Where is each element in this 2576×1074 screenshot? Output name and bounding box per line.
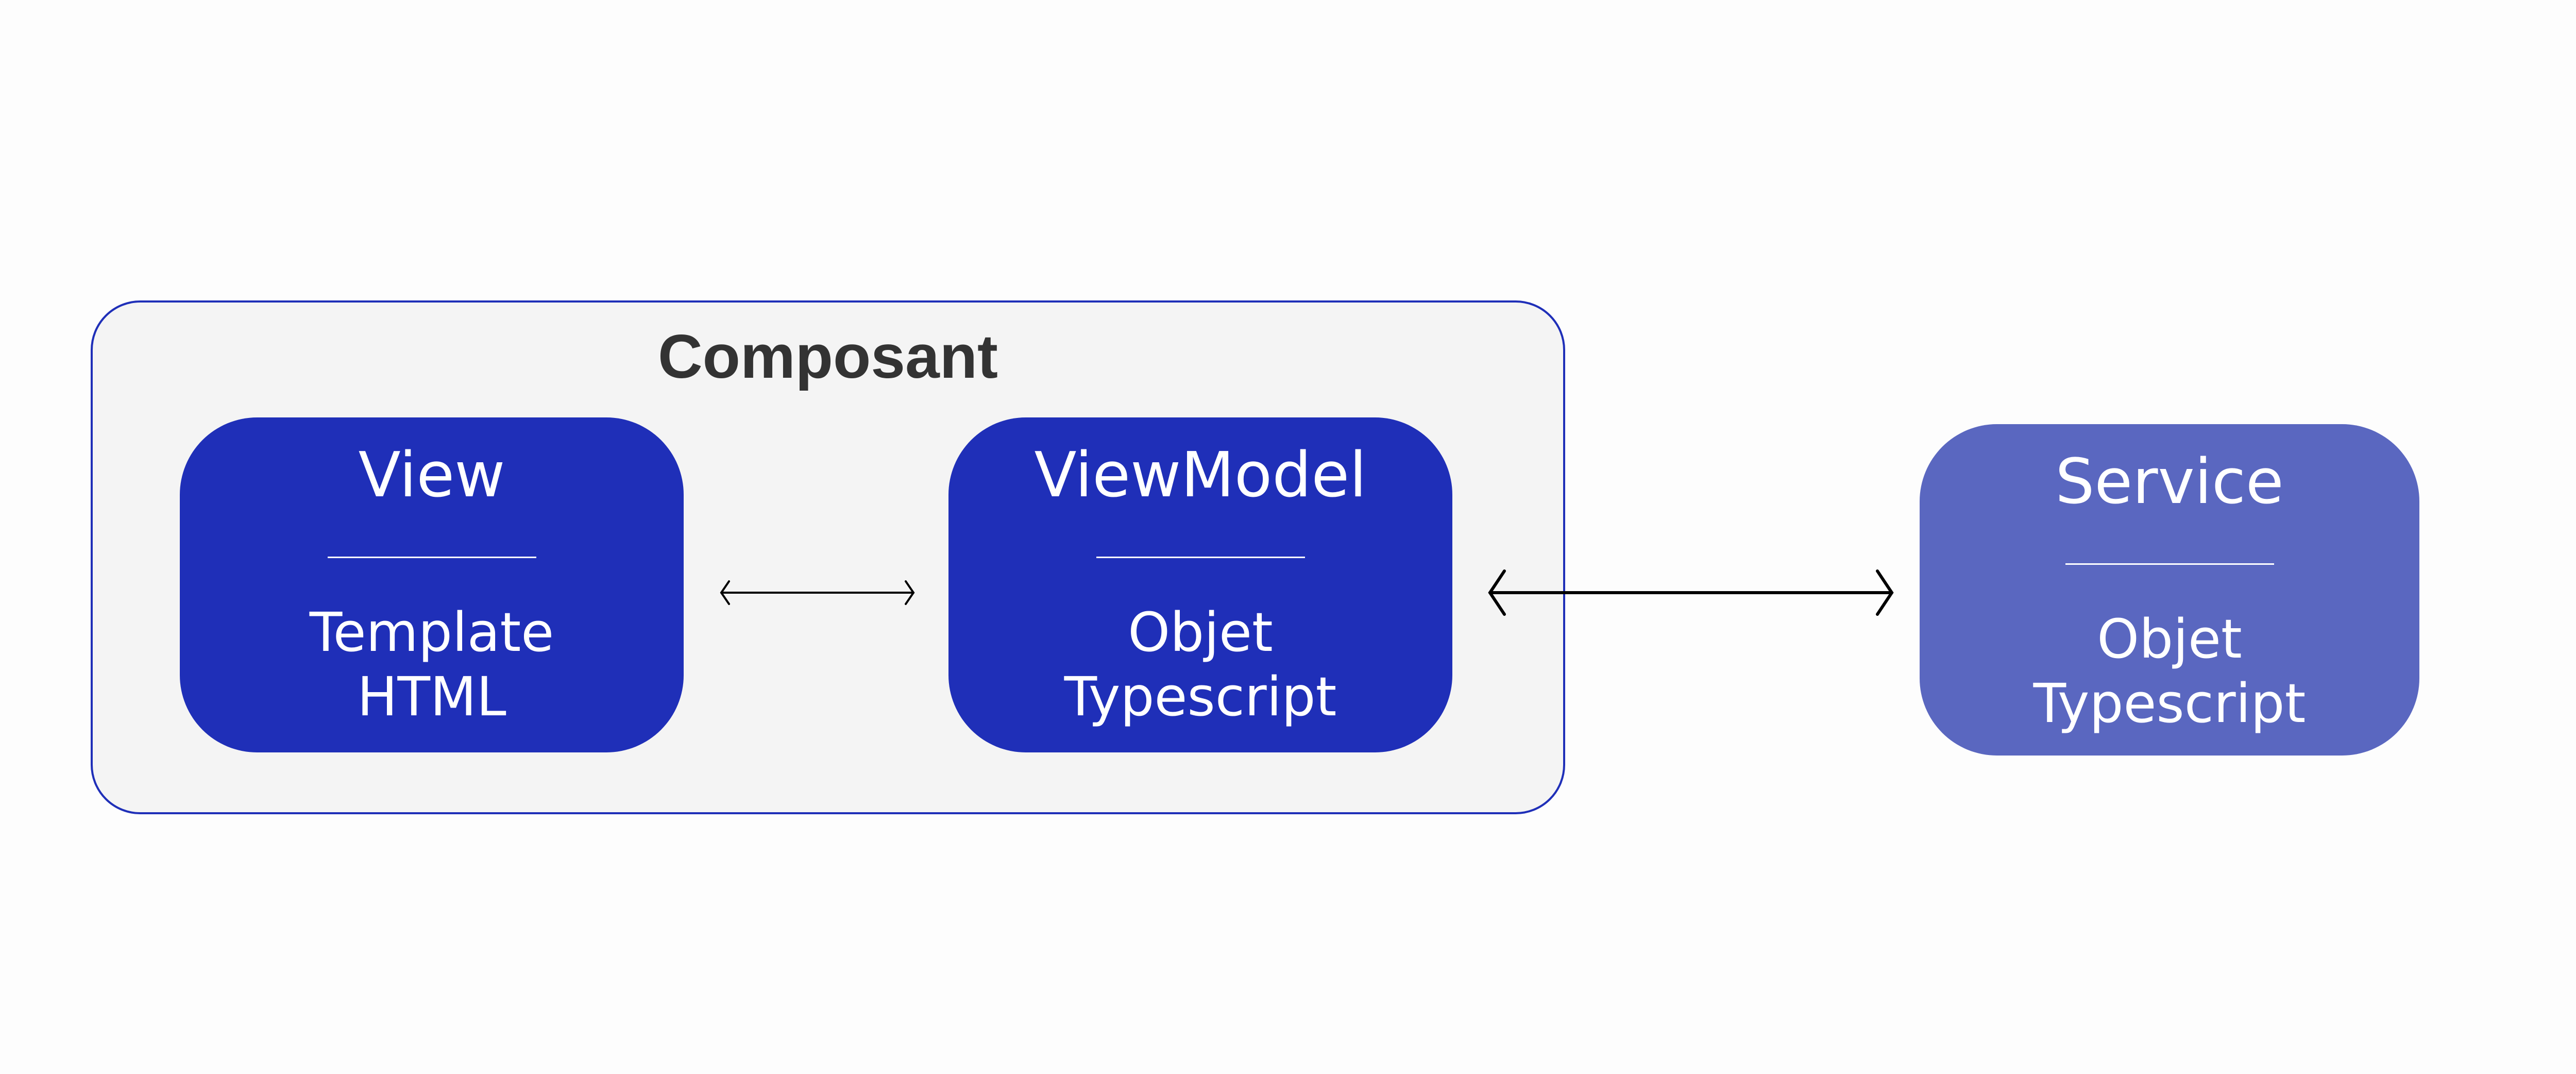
view-node-title: View <box>358 440 505 511</box>
view-node-subtitle: Template HTML <box>180 600 684 729</box>
group-title: Composant <box>658 322 998 391</box>
viewmodel-node-subtitle-line1: Objet <box>1128 601 1273 664</box>
service-node-subtitle-line2: Typescript <box>2033 672 2306 735</box>
viewmodel-node-subtitle: Objet Typescript <box>948 600 1452 729</box>
viewmodel-node-subtitle-line2: Typescript <box>1064 665 1337 728</box>
service-node-subtitle-line1: Objet <box>2097 608 2242 670</box>
view-node-divider <box>328 557 536 558</box>
viewmodel-node-divider <box>1096 557 1305 558</box>
arrowhead-right-icon <box>1876 569 1894 616</box>
viewmodel-node-title: ViewModel <box>1034 440 1367 511</box>
view-node-subtitle-line1: Template <box>309 601 554 664</box>
view-node: View Template HTML <box>180 417 684 752</box>
service-node-title: Service <box>2055 446 2284 518</box>
service-node-subtitle: Objet Typescript <box>1920 607 2419 736</box>
service-node-divider <box>2065 563 2274 565</box>
viewmodel-node: ViewModel Objet Typescript <box>948 417 1452 752</box>
view-node-subtitle-line2: HTML <box>357 665 506 728</box>
service-node: Service Objet Typescript <box>1920 424 2419 756</box>
